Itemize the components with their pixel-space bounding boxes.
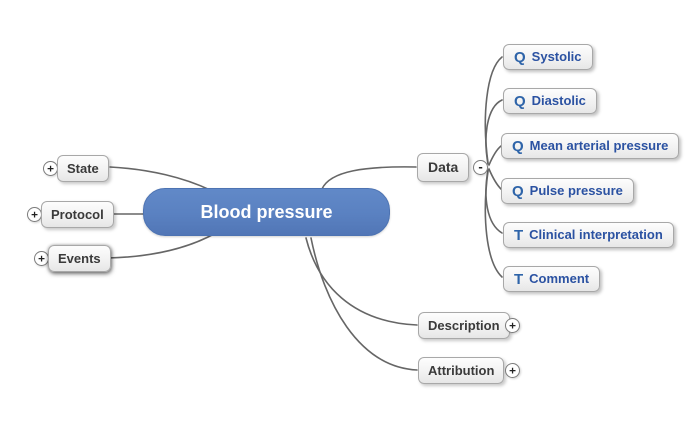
node-label: Pulse pressure [529, 183, 623, 198]
node-label: Data [428, 159, 459, 175]
node-label: Mean arterial pressure [529, 138, 669, 153]
collapse-button-data[interactable]: - [473, 160, 488, 175]
node-systolic[interactable]: Q Systolic [503, 44, 593, 70]
expand-button-attribution[interactable]: + [505, 363, 520, 378]
expand-button-description[interactable]: + [505, 318, 520, 333]
node-clinical-interpretation[interactable]: T Clinical interpretation [503, 222, 674, 248]
connector-data-clinical-interpretation [485, 169, 503, 234]
text-icon: T [514, 226, 524, 244]
connector-root-events [107, 233, 215, 259]
node-label: Blood pressure [200, 201, 333, 222]
connector-root-attribution [310, 237, 418, 371]
text-icon: T [514, 270, 524, 288]
connector-data-mean-arterial-pressure [488, 145, 502, 166]
connector-data-pulse-pressure [488, 168, 502, 190]
quantity-icon: Q [512, 182, 524, 200]
node-description[interactable]: Description [418, 312, 510, 339]
node-attribution[interactable]: Attribution [418, 357, 505, 384]
connector-data-diastolic [485, 99, 503, 165]
connector-root-state [109, 166, 211, 191]
node-comment[interactable]: T Comment [503, 266, 601, 292]
connector-data-comment [484, 170, 503, 278]
expand-button-events[interactable]: + [34, 251, 49, 266]
expand-button-protocol[interactable]: + [27, 207, 42, 222]
node-mean-arterial-pressure[interactable]: Q Mean arterial pressure [501, 133, 680, 159]
node-blood-pressure[interactable]: Blood pressure [143, 188, 390, 236]
node-events[interactable]: Events [48, 245, 111, 272]
node-label: Comment [529, 271, 590, 286]
node-label: Clinical interpretation [529, 227, 663, 242]
node-pulse-pressure[interactable]: Q Pulse pressure [501, 178, 634, 204]
expand-button-state[interactable]: + [43, 161, 58, 176]
quantity-icon: Q [514, 48, 526, 66]
connector-data-systolic [484, 56, 503, 164]
node-state[interactable]: State [57, 155, 109, 182]
node-label: State [67, 161, 99, 176]
node-label: Systolic [531, 49, 582, 64]
connector-root-description [305, 237, 418, 326]
node-label: Events [58, 251, 101, 266]
node-diastolic[interactable]: Q Diastolic [503, 88, 597, 114]
node-data[interactable]: Data [417, 153, 470, 182]
quantity-icon: Q [514, 92, 526, 110]
connector-root-data [321, 166, 417, 190]
node-label: Protocol [51, 207, 104, 222]
node-label: Diastolic [531, 93, 586, 108]
node-label: Description [428, 318, 500, 333]
node-label: Attribution [428, 363, 495, 378]
quantity-icon: Q [512, 137, 524, 155]
node-protocol[interactable]: Protocol [41, 201, 114, 228]
